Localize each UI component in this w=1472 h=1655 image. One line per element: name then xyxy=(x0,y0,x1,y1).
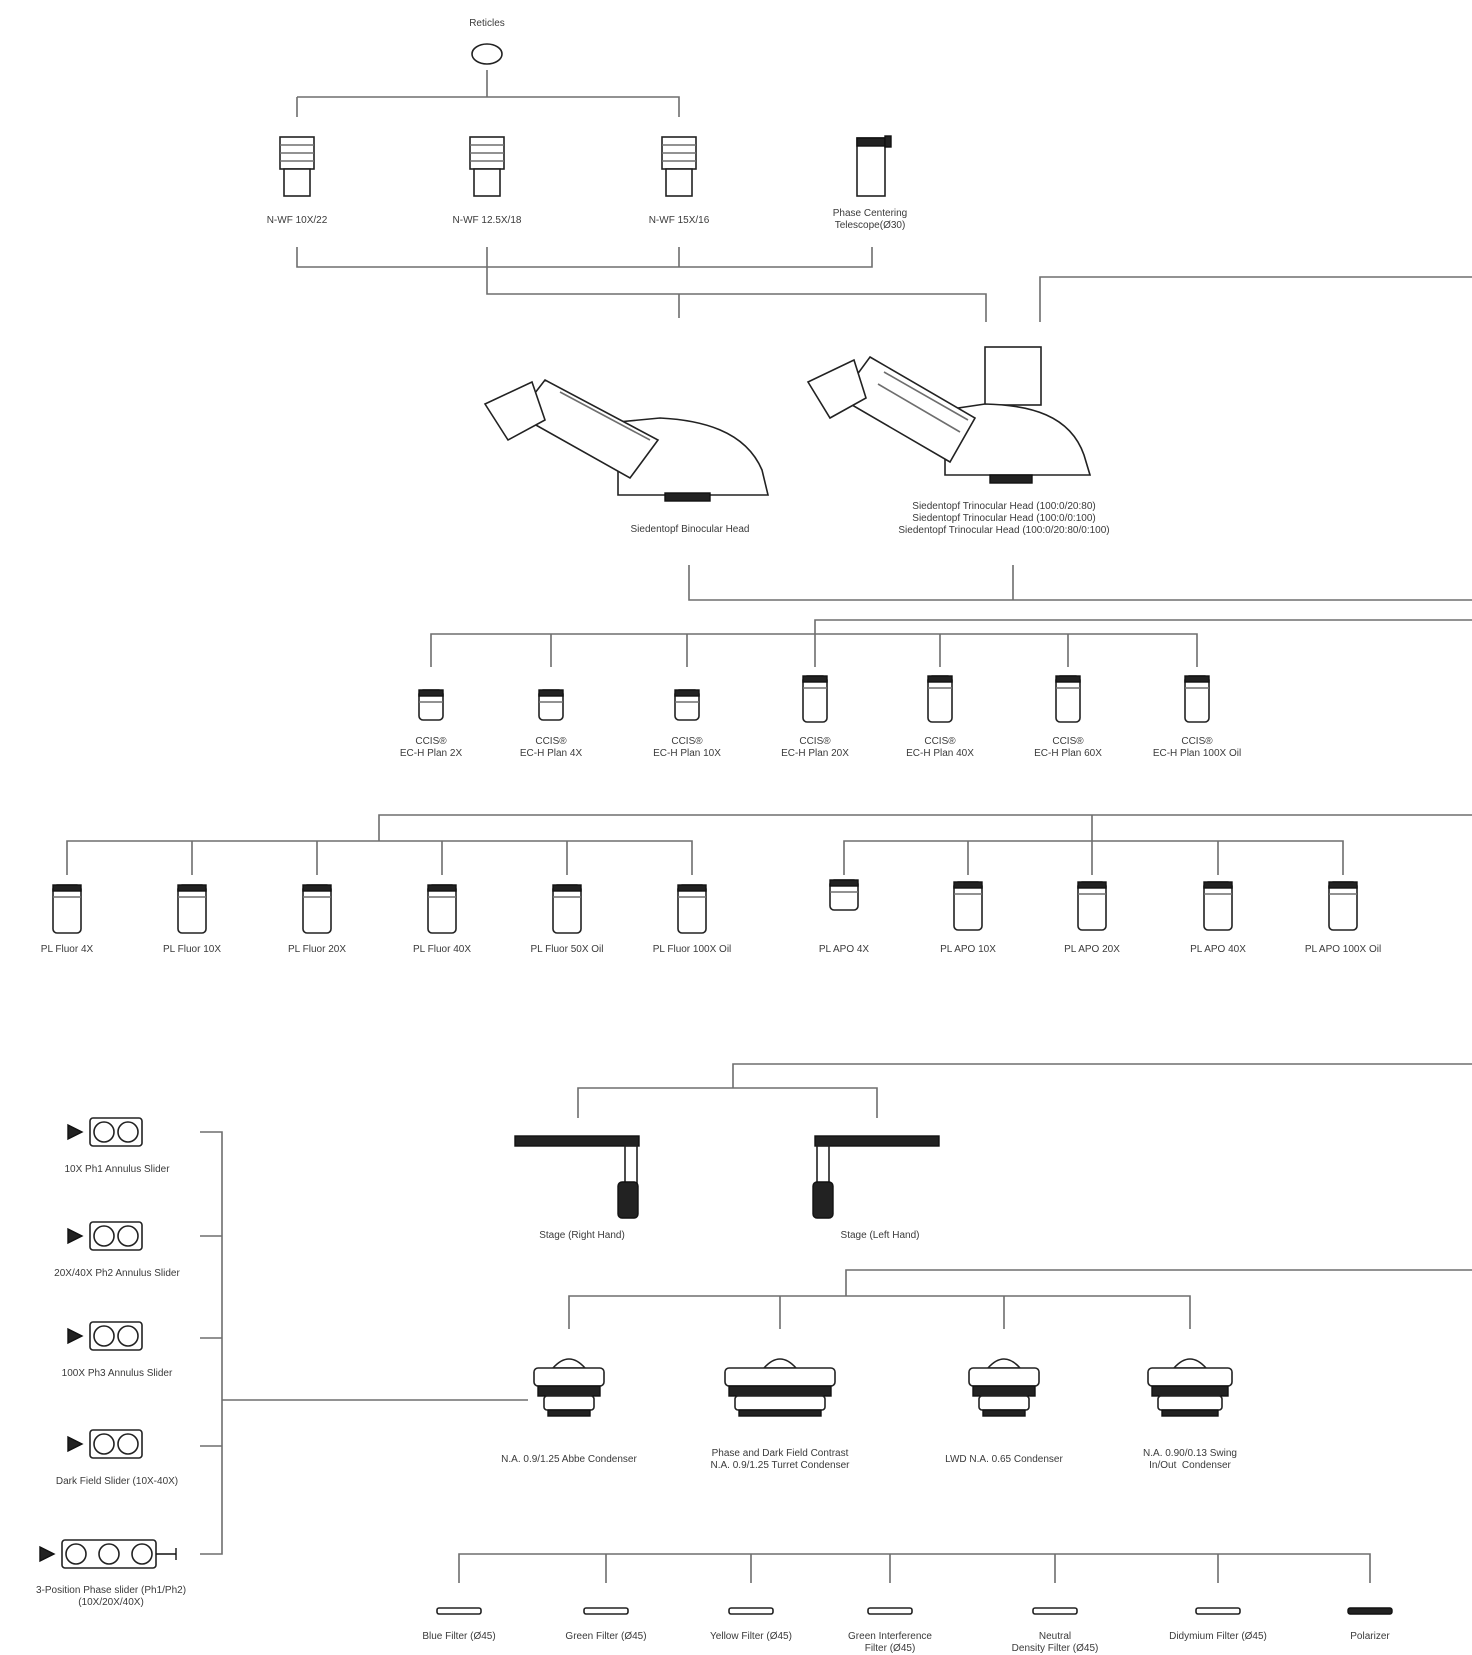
reticles-label: Reticles xyxy=(469,18,505,29)
filter-icon xyxy=(1347,1607,1393,1615)
ccis-objective-label: CCIS® EC-H Plan 2X xyxy=(399,736,463,759)
filter-label: Green Interference Filter (Ø45) xyxy=(848,1631,932,1654)
ccis-objective-label: CCIS® EC-H Plan 20X xyxy=(781,736,849,759)
apo-objective-label: PL APO 40X xyxy=(1190,944,1246,955)
reticle-icon xyxy=(471,43,503,65)
slider-icons xyxy=(39,1117,177,1569)
objective-icon xyxy=(1203,881,1233,931)
filter-icon xyxy=(1195,1607,1241,1615)
apo-objective-label: PL APO 4X xyxy=(818,944,870,955)
fluor-objective-label: PL Fluor 4X xyxy=(40,944,94,955)
condenser-icon xyxy=(724,1358,836,1417)
filter-icon xyxy=(583,1607,629,1615)
eyepiece-icon xyxy=(279,136,315,197)
objective-icon xyxy=(953,881,983,931)
objective-icon xyxy=(1328,881,1358,931)
objective-icon xyxy=(538,689,564,721)
eyepiece-label: Phase Centering Telescope(Ø30) xyxy=(832,208,908,231)
filter-label: Didymium Filter (Ø45) xyxy=(1169,1631,1267,1642)
objective-icon xyxy=(802,675,828,723)
slider-label: 20X/40X Ph2 Annulus Slider xyxy=(54,1268,180,1279)
eyepiece-icon xyxy=(661,136,697,197)
condenser-label: N.A. 0.90/0.13 Swing In/Out Condenser xyxy=(1143,1448,1237,1471)
annulus-slider-icon xyxy=(67,1221,143,1251)
condenser-label: Phase and Dark Field Contrast N.A. 0.9/1… xyxy=(710,1448,850,1471)
trinocular-head-icon xyxy=(806,346,1092,484)
objective-icon xyxy=(674,689,700,721)
objective-icons xyxy=(52,675,1358,934)
stage-label: Stage (Left Hand) xyxy=(840,1230,920,1241)
eyepiece-icons xyxy=(279,136,697,197)
objective-icon xyxy=(418,689,444,721)
eyepiece-icon xyxy=(469,136,505,197)
apo-objective-label: PL APO 10X xyxy=(940,944,996,955)
annulus-slider-icon xyxy=(67,1429,143,1459)
fluor-objective-label: PL Fluor 10X xyxy=(163,944,221,955)
objective-icon xyxy=(1055,675,1081,723)
slider-label: 10X Ph1 Annulus Slider xyxy=(64,1164,170,1175)
stage-label: Stage (Right Hand) xyxy=(539,1230,625,1241)
objective-icon xyxy=(927,675,953,723)
objective-icon xyxy=(427,884,457,934)
ccis-objective-label: CCIS® EC-H Plan 40X xyxy=(906,736,974,759)
filter-icon xyxy=(436,1607,482,1615)
binocular-head-icon xyxy=(483,378,770,502)
filter-label: Yellow Filter (Ø45) xyxy=(710,1631,792,1642)
condenser-label: N.A. 0.9/1.25 Abbe Condenser xyxy=(501,1454,637,1465)
objective-icon xyxy=(829,879,859,911)
condenser-icon xyxy=(1147,1358,1233,1417)
objective-icon xyxy=(1077,881,1107,931)
filter-label: Blue Filter (Ø45) xyxy=(422,1631,496,1642)
slider-label: 3-Position Phase slider (Ph1/Ph2) (10X/2… xyxy=(35,1585,187,1608)
apo-objective-label: PL APO 100X Oil xyxy=(1304,944,1382,955)
annulus-slider-icon xyxy=(67,1117,143,1147)
trinocular-head-label: Siedentopf Trinocular Head (100:0/20:80)… xyxy=(898,501,1110,536)
slider-label: 100X Ph3 Annulus Slider xyxy=(61,1368,173,1379)
stage-left-icon xyxy=(812,1135,940,1219)
filter-icons xyxy=(436,1607,1393,1615)
fluor-objective-label: PL Fluor 50X Oil xyxy=(530,944,604,955)
eyepiece-label: N-WF 10X/22 xyxy=(266,215,328,226)
condenser-icons xyxy=(533,1358,1233,1417)
annulus-slider-icon xyxy=(67,1321,143,1351)
objective-icon xyxy=(1184,675,1210,723)
ccis-objective-label: CCIS® EC-H Plan 100X Oil xyxy=(1152,736,1242,759)
fluor-objective-label: PL Fluor 40X xyxy=(413,944,471,955)
objective-icon xyxy=(177,884,207,934)
binocular-head-label: Siedentopf Binocular Head xyxy=(630,524,750,535)
annulus-slider-icon xyxy=(39,1539,177,1569)
stage-right-icon xyxy=(514,1135,640,1219)
condenser-icon xyxy=(533,1358,605,1417)
slider-label: Dark Field Slider (10X-40X) xyxy=(55,1476,179,1487)
condenser-icon xyxy=(968,1358,1040,1417)
fluor-objective-label: PL Fluor 20X xyxy=(288,944,346,955)
ccis-objective-label: CCIS® EC-H Plan 4X xyxy=(519,736,583,759)
filter-label: Polarizer xyxy=(1350,1631,1390,1642)
filter-icon xyxy=(728,1607,774,1615)
objective-icon xyxy=(302,884,332,934)
phase-telescope-icon xyxy=(856,135,892,197)
objective-icon xyxy=(677,884,707,934)
fluor-objective-label: PL Fluor 100X Oil xyxy=(652,944,732,955)
filter-label: Green Filter (Ø45) xyxy=(565,1631,647,1642)
apo-objective-label: PL APO 20X xyxy=(1064,944,1120,955)
eyepiece-label: N-WF 12.5X/18 xyxy=(452,215,522,226)
filter-label: Neutral Density Filter (Ø45) xyxy=(1011,1631,1099,1654)
ccis-objective-label: CCIS® EC-H Plan 10X xyxy=(653,736,721,759)
objective-icon xyxy=(552,884,582,934)
condenser-label: LWD N.A. 0.65 Condenser xyxy=(945,1454,1063,1465)
filter-icon xyxy=(867,1607,913,1615)
filter-icon xyxy=(1032,1607,1078,1615)
objective-icon xyxy=(52,884,82,934)
eyepiece-label: N-WF 15X/16 xyxy=(648,215,710,226)
ccis-objective-label: CCIS® EC-H Plan 60X xyxy=(1034,736,1102,759)
